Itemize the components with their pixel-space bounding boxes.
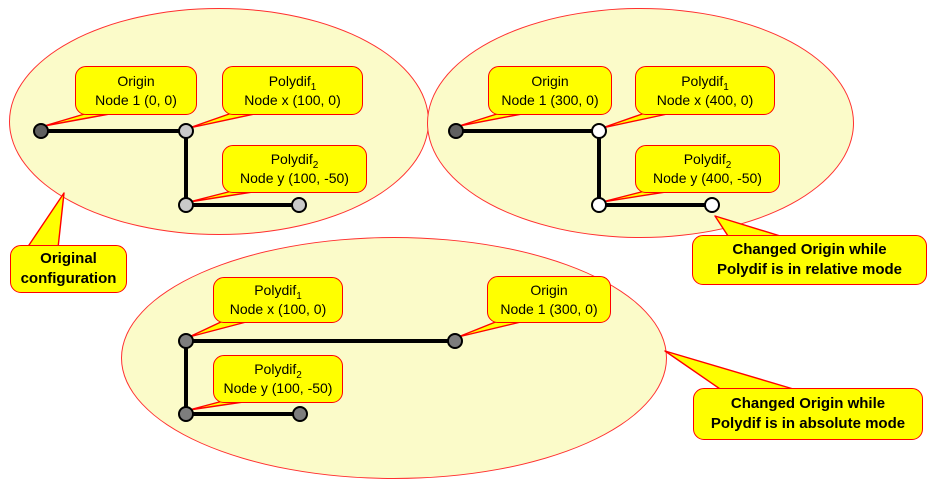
callout-title: Origin	[531, 72, 569, 89]
node-x	[178, 333, 194, 349]
callout-polydif2: Polydif2 Node y (100, -50)	[213, 355, 343, 403]
callout-title: Polydif2	[254, 361, 302, 381]
callout-detail: Node x (100, 0)	[229, 301, 327, 317]
callout-detail: Node 1 (300, 0)	[500, 300, 598, 317]
callout-tail	[601, 112, 673, 129]
callout-detail: Node x (400, 0)	[656, 91, 754, 108]
callout-title: Origin	[117, 72, 155, 89]
callout-origin: Origin Node 1 (300, 0)	[488, 66, 612, 115]
annotation-line: Polydif is in relative mode	[716, 261, 903, 278]
annotation-tail-absolute	[664, 350, 801, 392]
annotation-relative-mode: Changed Origin while Polydif is in relat…	[692, 235, 927, 285]
origin-node	[447, 333, 463, 349]
callout-origin: Origin Node 1 (0, 0)	[75, 66, 197, 115]
callout-polydif1: Polydif1 Node x (400, 0)	[635, 66, 775, 115]
annotation-line: Changed Origin while	[730, 395, 886, 412]
callout-title: Origin	[530, 281, 568, 298]
end-node	[292, 406, 308, 422]
node-x	[178, 123, 194, 139]
origin-node	[33, 123, 49, 139]
callout-title: Polydif1	[268, 72, 317, 93]
callout-title: Polydif1	[681, 72, 729, 93]
annotation-original-configuration: Original configuration	[10, 245, 127, 293]
callout-polydif1: Polydif1 Node x (100, 0)	[222, 66, 363, 115]
callout-polydif2: Polydif2 Node y (400, -50)	[635, 145, 780, 193]
annotation-line: Changed Origin while	[732, 241, 887, 258]
callout-title: Polydif2	[683, 151, 732, 171]
annotation-line: configuration	[20, 270, 117, 287]
node-y	[178, 197, 194, 213]
callout-title: Polydif1	[254, 282, 302, 302]
callout-tail	[188, 112, 260, 129]
callout-tail	[457, 320, 526, 338]
callout-detail: Node y (100, -50)	[240, 170, 349, 186]
origin-node	[448, 123, 464, 139]
callout-polydif2: Polydif2 Node y (100, -50)	[222, 145, 367, 193]
ellipse-relative-mode	[427, 8, 854, 238]
end-node	[291, 197, 307, 213]
callout-tail	[188, 320, 251, 338]
callout-origin: Origin Node 1 (300, 0)	[487, 276, 611, 323]
annotation-line: Polydif is in absolute mode	[710, 415, 906, 432]
end-node	[704, 197, 720, 213]
callout-polydif1: Polydif1 Node x (100, 0)	[213, 277, 343, 323]
callout-detail: Node y (400, -50)	[653, 170, 762, 186]
callout-detail: Node y (100, -50)	[223, 380, 333, 396]
callout-detail: Node x (100, 0)	[244, 91, 341, 108]
node-x	[591, 123, 607, 139]
node-y	[178, 406, 194, 422]
callout-detail: Node 1 (300, 0)	[501, 91, 599, 108]
annotation-line: Original	[40, 250, 97, 267]
annotation-absolute-mode: Changed Origin while Polydif is in absol…	[693, 388, 923, 440]
annotation-tail-original	[26, 192, 65, 249]
callout-detail: Node 1 (0, 0)	[95, 91, 177, 108]
callout-title: Polydif2	[270, 151, 319, 171]
node-y	[591, 197, 607, 213]
